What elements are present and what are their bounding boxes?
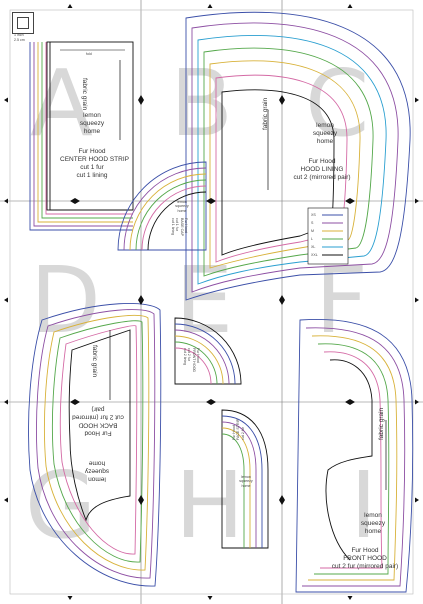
front-hood-small-outlines: [174, 317, 242, 385]
base-cap-outlines: [117, 161, 207, 251]
center-strip-grain-label: fabric grain: [81, 78, 88, 111]
size-legend-lines: [322, 214, 343, 256]
scale-box: [12, 12, 34, 34]
page-letter-g: G: [25, 452, 97, 559]
size-legend-label: L: [311, 237, 313, 241]
face-strip-outlines: [221, 409, 269, 549]
center-strip-outlines: [29, 41, 134, 231]
back-hood-outlines: [28, 302, 162, 587]
page-letter-d: D: [30, 247, 101, 354]
front-hood-info: Fur Hood FRONT HOOD cut 2 fur (mirrored …: [318, 547, 412, 571]
size-legend-label: XS: [311, 213, 316, 217]
page-letter-a: A: [30, 50, 93, 157]
hood-lining-name: HOOD LINING: [300, 166, 344, 174]
hood-lining-info: Fur Hood HOOD LINING cut 2 (mirrored pai…: [282, 158, 362, 182]
size-legend-label: M: [311, 229, 314, 233]
back-hood-name: BACK HOOD: [78, 421, 118, 429]
registration-marks: [4, 4, 419, 600]
back-hood-info: Fur Hood BACK HOOD cut 2 fur (mirrored p…: [60, 404, 136, 436]
page-letter-h: H: [175, 452, 245, 559]
center-strip-name: CENTER HOOD STRIP: [60, 156, 129, 164]
center-strip-info: Fur Hood CENTER HOOD STRIP cut 1 fur cut…: [60, 148, 129, 180]
hood-lining-grain-label: fabric grain: [262, 97, 269, 130]
front-hood-name: FRONT HOOD: [343, 555, 387, 563]
size-legend-label: S: [311, 221, 314, 225]
hood-lining-outlines: [185, 11, 411, 301]
page-letter-i: I: [350, 452, 378, 559]
page-letter-f: F: [315, 247, 368, 354]
center-strip-fold-label: fold: [86, 52, 92, 56]
front-hood-outlines: [295, 318, 414, 593]
size-legend-label: XXL: [311, 253, 318, 257]
back-hood-grain-label: fabric grain: [91, 345, 98, 378]
scale-box-label-inch: 1 inch: [14, 33, 24, 37]
page-letter-b: B: [170, 50, 234, 157]
scale-box-label-cm: 2.5 cm: [14, 38, 25, 42]
front-hood-grain-label: fabric grain: [378, 407, 385, 440]
size-legend-label: XL: [311, 245, 316, 249]
